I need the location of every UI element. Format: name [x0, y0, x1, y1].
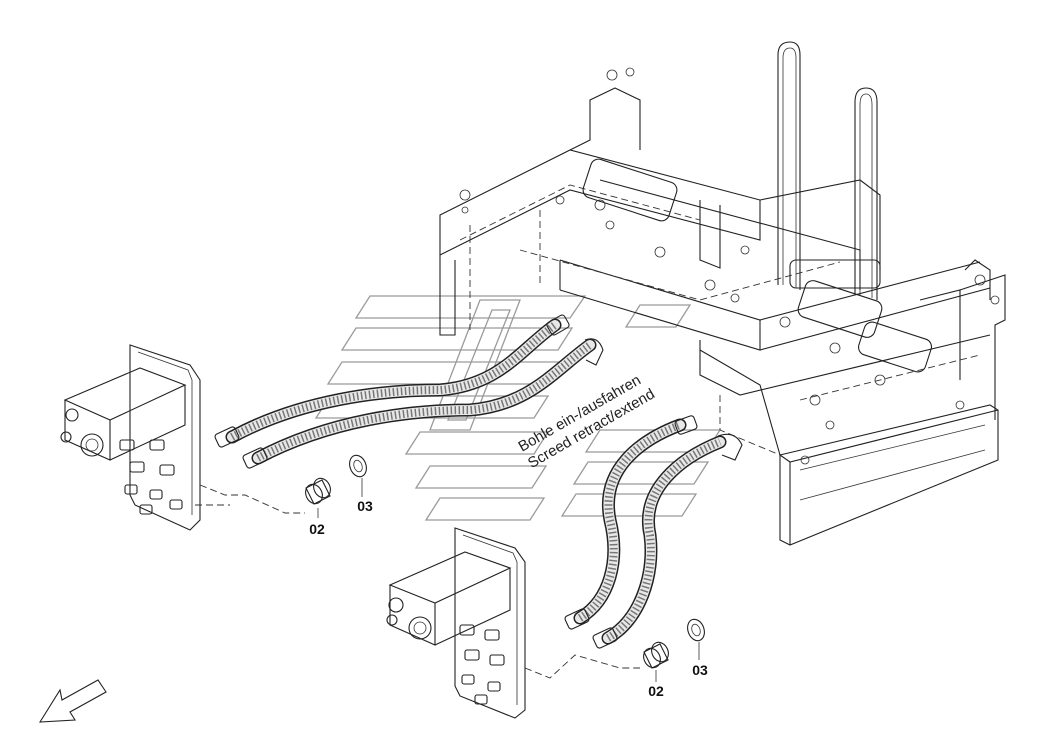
hydraulic-hose-pair-upper — [214, 314, 604, 469]
part-03-lower — [687, 618, 705, 660]
hose-fitting-lower-b — [592, 433, 743, 649]
callout-02-upper: 02 — [309, 521, 325, 537]
part-02-lower — [643, 641, 669, 682]
control-valve-block-lower — [386, 527, 640, 719]
hose-fitting-lower-a — [564, 415, 698, 630]
front-direction-arrow-icon — [38, 679, 107, 723]
callout-03-upper: 03 — [357, 498, 373, 514]
hydraulic-hose-pair-lower — [564, 415, 743, 649]
part-02-upper — [305, 477, 331, 518]
callout-02-lower: 02 — [648, 683, 664, 699]
hose-fitting-upper-a — [214, 314, 570, 448]
control-valve-block-upper — [60, 344, 305, 531]
part-03-upper — [349, 454, 367, 497]
hose-fitting-upper-b — [242, 338, 604, 469]
machine-frame-assembly — [439, 41, 1006, 546]
callout-03-lower: 03 — [692, 662, 708, 678]
